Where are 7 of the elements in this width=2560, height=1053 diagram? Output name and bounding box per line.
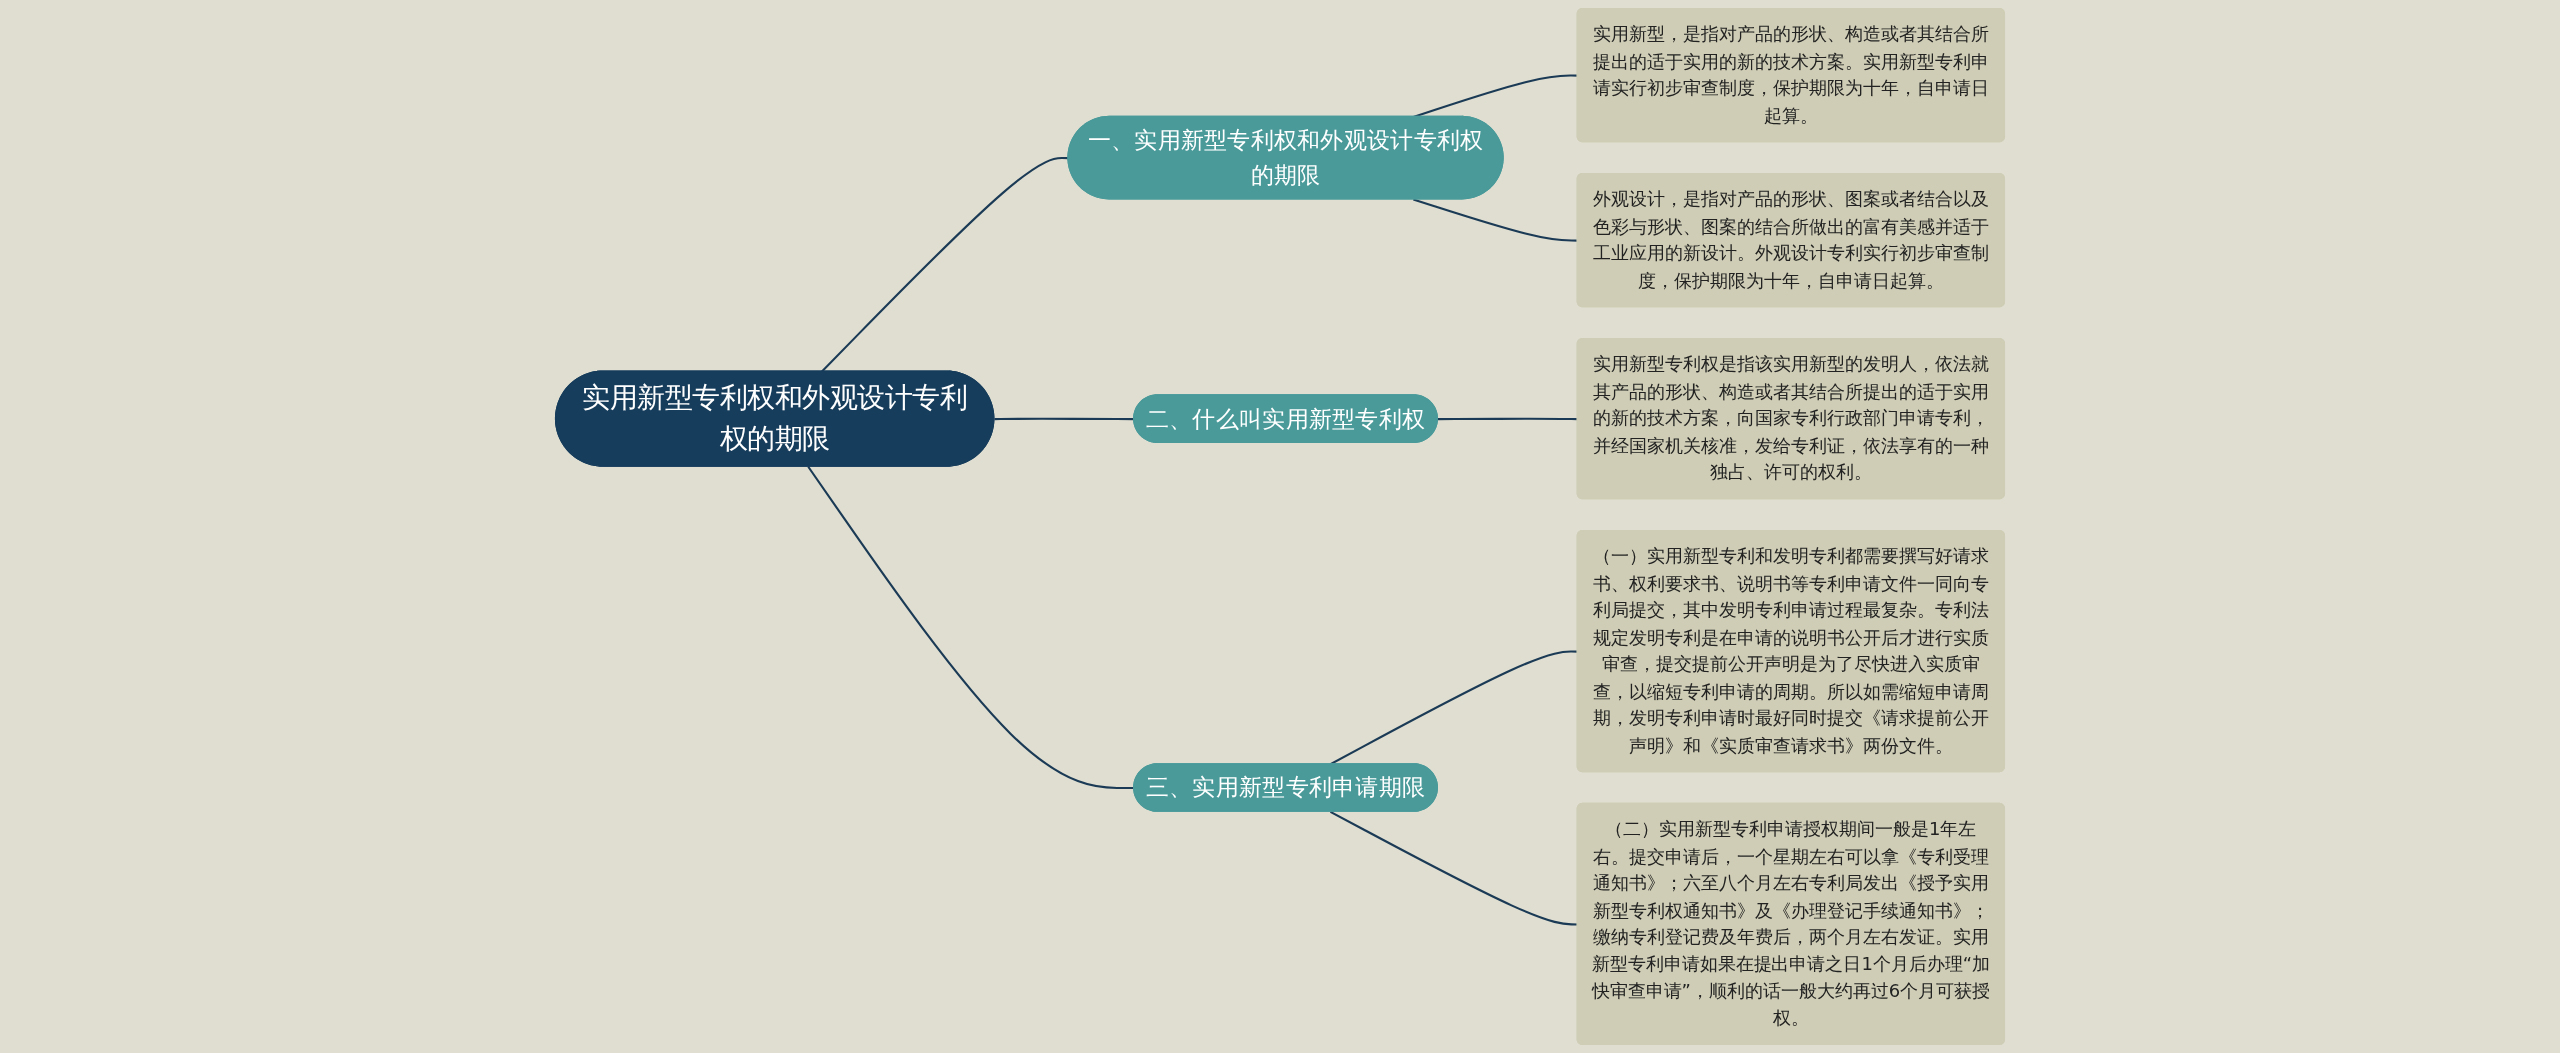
connector <box>994 417 1135 421</box>
connector <box>1329 810 1578 926</box>
connector <box>1413 198 1578 242</box>
connector <box>807 466 1135 790</box>
connector <box>821 157 1069 373</box>
connector <box>1413 74 1578 118</box>
connector <box>1437 417 1578 421</box>
